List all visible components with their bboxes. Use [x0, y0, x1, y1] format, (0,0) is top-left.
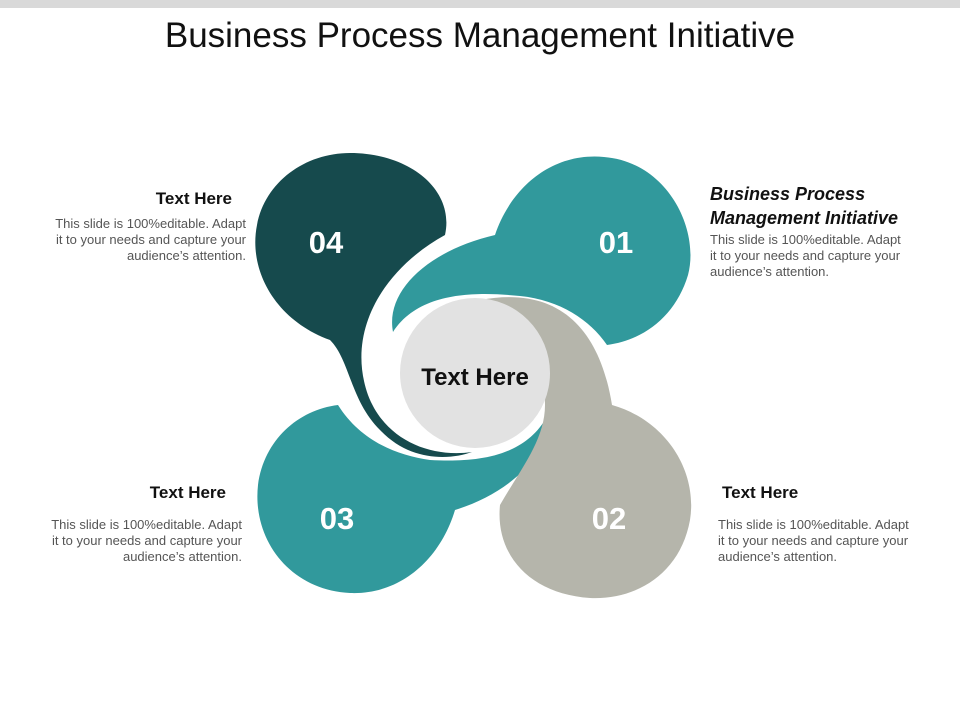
note-line: This slide is 100%editable. Adapt: [718, 517, 909, 532]
note-line: it to your needs and capture your: [51, 533, 242, 548]
note-line: This slide is 100%editable. Adapt: [51, 517, 242, 532]
center-circle: [400, 298, 550, 448]
note-heading: Text Here: [155, 189, 232, 208]
note-heading-line: Management Initiative: [710, 208, 899, 228]
note-body: This slide is 100%editable. Adapt it to …: [20, 216, 246, 264]
note-top-left: Text Here This slide is 100%editable. Ad…: [20, 188, 246, 264]
note-heading-line: Business Process: [710, 184, 866, 204]
petal-04-number: 04: [309, 225, 344, 260]
note-body: This slide is 100%editable. Adapt it to …: [718, 517, 950, 565]
top-bar: [0, 0, 960, 8]
note-heading: Text Here: [722, 483, 799, 502]
note-line: audience’s attention.: [710, 264, 830, 279]
note-line: audience’s attention.: [126, 248, 246, 263]
petal-02: [480, 297, 692, 599]
note-line: This slide is 100%editable. Adapt: [55, 216, 246, 231]
note-heading: Text Here: [149, 483, 226, 502]
petal-02-number: 02: [592, 501, 626, 536]
petal-04: [255, 153, 472, 458]
petal-01: [392, 156, 691, 345]
note-line: it to your needs and capture your: [710, 248, 901, 263]
note-body: This slide is 100%editable. Adapt it to …: [20, 517, 242, 565]
note-line: This slide is 100%editable. Adapt: [710, 232, 901, 247]
petal-03-number: 03: [320, 501, 354, 536]
center-label: Text Here: [421, 364, 529, 391]
note-line: it to your needs and capture your: [55, 232, 246, 247]
note-body: This slide is 100%editable. Adapt it to …: [710, 232, 950, 280]
note-line: audience’s attention.: [718, 549, 838, 564]
note-heading: Business Process Management Initiative: [710, 182, 950, 230]
petal-01-number: 01: [599, 225, 633, 260]
page-title: Business Process Management Initiative: [164, 16, 796, 55]
note-bottom-left: Text Here This slide is 100%editable. Ad…: [20, 482, 242, 565]
note-bottom-right: Text Here This slide is 100%editable. Ad…: [718, 482, 950, 565]
note-line: it to your needs and capture your: [718, 533, 909, 548]
note-line: audience’s attention.: [122, 549, 242, 564]
petal-03: [257, 380, 555, 594]
note-top-right: Business Process Management Initiative T…: [710, 182, 950, 280]
